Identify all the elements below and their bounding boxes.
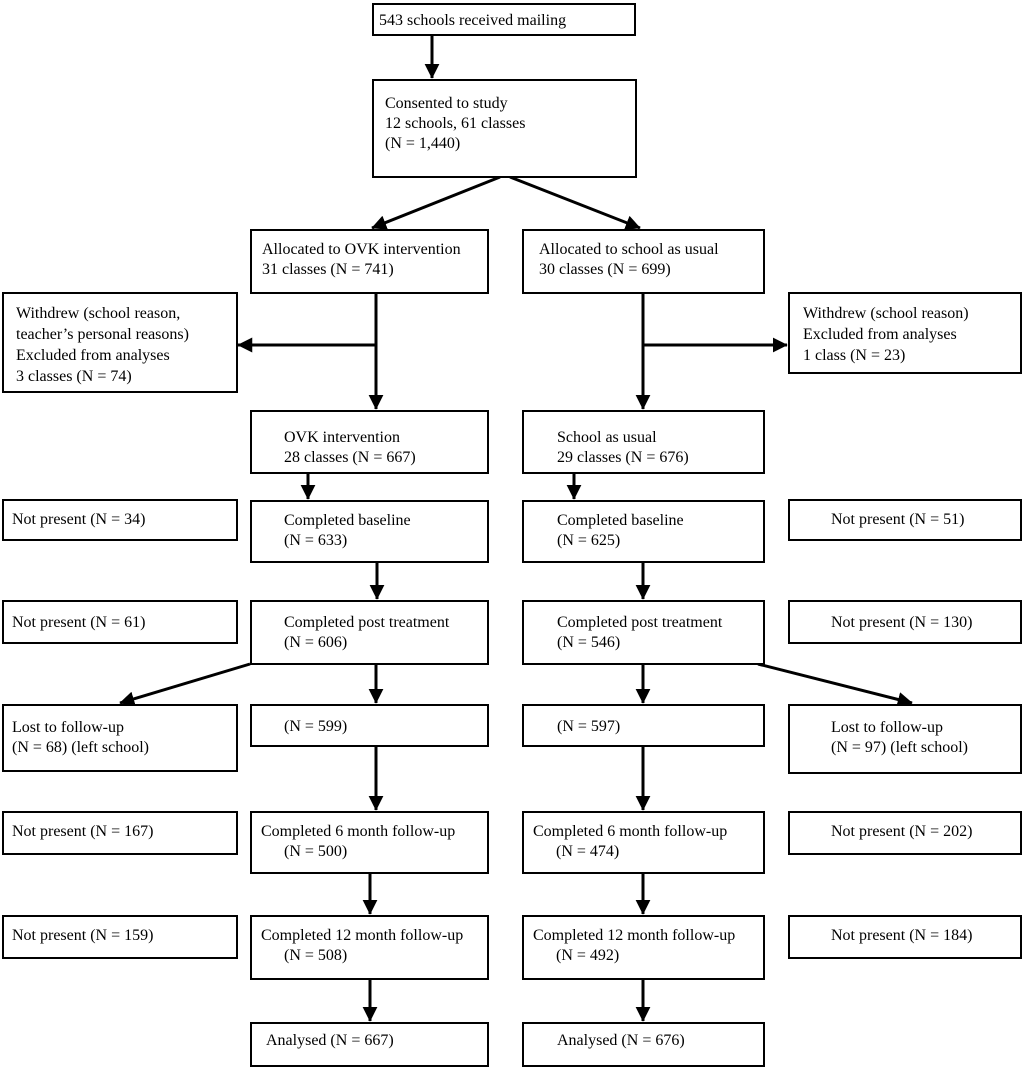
box-line: Completed 12 month follow-up xyxy=(261,927,464,944)
box-line: Excluded from analyses xyxy=(803,326,957,343)
box-line: Not present (N = 159) xyxy=(12,927,154,944)
box-line: (N = 474) xyxy=(556,843,620,860)
box-line: (N = 508) xyxy=(284,947,348,964)
box-line: Excluded from analyses xyxy=(16,347,170,364)
box-line: Not present (N = 34) xyxy=(12,511,146,528)
box-mailing: 543 schools received mailing xyxy=(372,3,636,36)
box-line: Lost to follow-up xyxy=(12,719,124,736)
box-line: Analysed (N = 667) xyxy=(266,1032,394,1049)
box-line: Withdrew (school reason, xyxy=(16,305,181,322)
box-not-present-baseline-right: Not present (N = 51) xyxy=(788,499,1022,541)
box-line: teacher’s personal reasons) xyxy=(16,326,189,343)
box-withdrew-right: Withdrew (school reason) Excluded from a… xyxy=(788,292,1022,374)
box-completed-6m-right: Completed 6 month follow-up (N = 474) xyxy=(522,811,765,874)
box-n599: (N = 599) xyxy=(250,704,489,747)
box-line: Not present (N = 130) xyxy=(831,614,973,631)
box-completed-12m-left: Completed 12 month follow-up (N = 508) xyxy=(250,915,489,980)
box-line: Completed 12 month follow-up xyxy=(533,927,736,944)
box-not-present-6m-right: Not present (N = 202) xyxy=(788,811,1022,855)
box-completed-baseline-right: Completed baseline (N = 625) xyxy=(522,500,765,563)
box-completed-baseline-left: Completed baseline (N = 633) xyxy=(250,500,489,563)
box-line: Consented to study xyxy=(385,95,508,112)
box-line: Completed 6 month follow-up xyxy=(533,823,728,840)
box-completed-post-right: Completed post treatment (N = 546) xyxy=(522,600,765,665)
box-school-as-usual: School as usual 29 classes (N = 676) xyxy=(522,410,765,474)
box-line: Not present (N = 202) xyxy=(831,823,973,840)
box-line: Completed 6 month follow-up xyxy=(261,823,456,840)
arrow-consented-to-alloc-usual xyxy=(509,175,641,230)
box-line: Not present (N = 61) xyxy=(12,614,146,631)
box-line: (N = 97) (left school) xyxy=(831,739,968,756)
box-line: Not present (N = 167) xyxy=(12,823,154,840)
box-line: Analysed (N = 676) xyxy=(557,1032,685,1049)
box-line: (N = 1,440) xyxy=(385,135,461,152)
box-line: Completed post treatment xyxy=(557,614,723,631)
arrow-consented-to-alloc-ovk xyxy=(371,175,501,230)
box-line: Withdrew (school reason) xyxy=(803,305,969,322)
box-completed-12m-right: Completed 12 month follow-up (N = 492) xyxy=(522,915,765,980)
box-consented: Consented to study 12 schools, 61 classe… xyxy=(372,79,637,178)
box-allocated-usual: Allocated to school as usual 30 classes … xyxy=(522,229,765,294)
box-not-present-post-left: Not present (N = 61) xyxy=(2,600,238,644)
box-line: Completed baseline xyxy=(284,512,411,529)
box-line: OVK intervention xyxy=(284,429,400,446)
box-line: (N = 500) xyxy=(284,843,348,860)
box-analysed-right: Analysed (N = 676) xyxy=(522,1022,765,1067)
box-line: 543 schools received mailing xyxy=(379,12,567,29)
box-line: Not present (N = 184) xyxy=(831,927,973,944)
arrow-post-right-to-lost-right xyxy=(757,662,913,707)
box-line: (N = 606) xyxy=(284,634,348,651)
box-line: Allocated to OVK intervention xyxy=(262,241,461,258)
box-line: 12 schools, 61 classes xyxy=(385,115,526,132)
box-line: 1 class (N = 23) xyxy=(803,347,906,364)
box-completed-6m-left: Completed 6 month follow-up (N = 500) xyxy=(250,811,489,874)
box-withdrew-left: Withdrew (school reason, teacher’s perso… xyxy=(2,292,238,393)
box-lost-followup-left: Lost to follow-up (N = 68) (left school) xyxy=(2,704,238,772)
box-line: (N = 492) xyxy=(556,947,620,964)
box-lost-followup-right: Lost to follow-up (N = 97) (left school) xyxy=(788,704,1022,774)
box-line: 29 classes (N = 676) xyxy=(557,449,689,466)
box-line: Lost to follow-up xyxy=(831,719,943,736)
box-line: (N = 546) xyxy=(557,634,621,651)
box-not-present-post-right: Not present (N = 130) xyxy=(788,600,1022,644)
box-line: Allocated to school as usual xyxy=(539,241,719,258)
box-n597: (N = 597) xyxy=(522,704,765,747)
box-line: School as usual xyxy=(557,429,657,446)
box-analysed-left: Analysed (N = 667) xyxy=(250,1022,489,1067)
box-line: (N = 625) xyxy=(557,532,621,549)
box-ovk-intervention: OVK intervention 28 classes (N = 667) xyxy=(250,410,489,474)
box-completed-post-left: Completed post treatment (N = 606) xyxy=(250,600,489,665)
arrow-post-left-to-lost-left xyxy=(119,662,251,707)
box-line: 28 classes (N = 667) xyxy=(284,449,416,466)
box-line: Completed baseline xyxy=(557,512,684,529)
box-line: Not present (N = 51) xyxy=(831,511,965,528)
box-line: 31 classes (N = 741) xyxy=(262,261,394,278)
box-allocated-ovk: Allocated to OVK intervention 31 classes… xyxy=(250,229,489,294)
box-line: 3 classes (N = 74) xyxy=(16,368,132,385)
box-line: 30 classes (N = 699) xyxy=(539,261,671,278)
box-line: (N = 599) xyxy=(284,718,348,735)
box-not-present-baseline-left: Not present (N = 34) xyxy=(2,499,238,541)
box-not-present-12m-right: Not present (N = 184) xyxy=(788,915,1022,959)
box-line: (N = 597) xyxy=(557,718,621,735)
box-line: (N = 633) xyxy=(284,532,348,549)
box-not-present-12m-left: Not present (N = 159) xyxy=(2,915,238,959)
box-not-present-6m-left: Not present (N = 167) xyxy=(2,811,238,855)
box-line: (N = 68) (left school) xyxy=(12,739,149,756)
box-line: Completed post treatment xyxy=(284,614,450,631)
